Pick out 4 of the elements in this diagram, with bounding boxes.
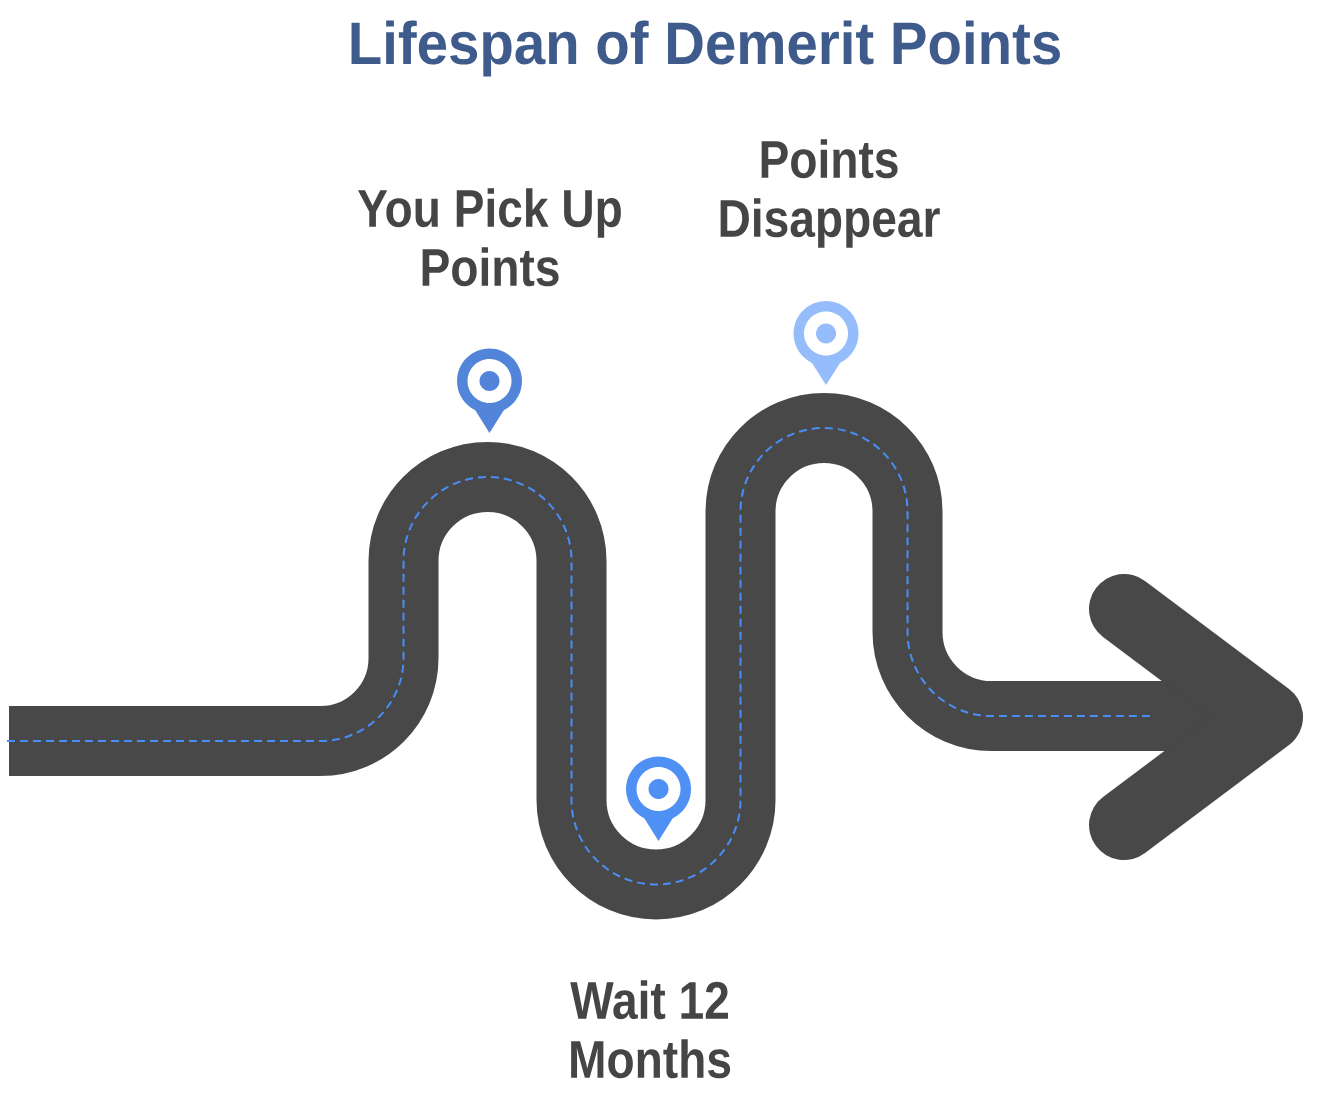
step-label: You Pick Up Points bbox=[358, 188, 621, 287]
step-label: Wait 12 Months bbox=[570, 980, 731, 1079]
step-label: Points Disappear bbox=[720, 139, 940, 248]
title: Lifespan of Demerit Points bbox=[351, 20, 1060, 77]
